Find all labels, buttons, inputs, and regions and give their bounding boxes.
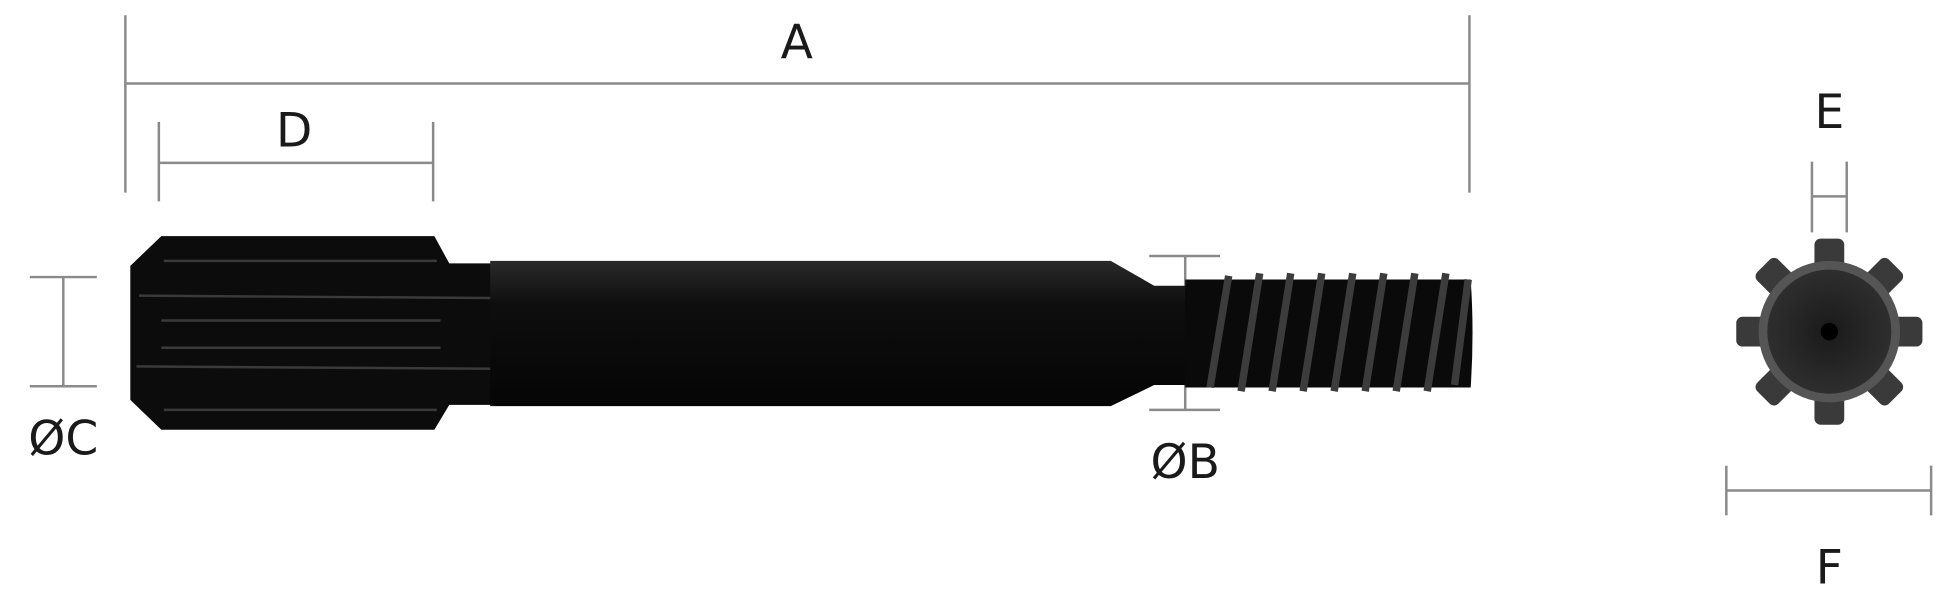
label-b: ØB: [1150, 435, 1219, 490]
flushing-hole: [1820, 322, 1839, 341]
label-c: ØC: [28, 412, 98, 467]
dimension-c: ØC: [28, 275, 98, 467]
shank-end-view: [1736, 238, 1923, 425]
shaft: [490, 260, 1192, 407]
label-e: E: [1814, 85, 1844, 140]
dimension-e: E: [1810, 85, 1848, 233]
dimension-f: F: [1725, 465, 1933, 596]
thread-helix: [1206, 272, 1472, 392]
label-d: D: [276, 104, 312, 159]
splined-head: [130, 236, 497, 430]
label-a: A: [781, 16, 813, 71]
dimension-a: A: [124, 15, 1471, 193]
spline-grooves: [136, 259, 509, 412]
label-f: F: [1816, 541, 1843, 596]
dimension-d: D: [157, 104, 435, 202]
shank-side-view: [130, 236, 1473, 430]
